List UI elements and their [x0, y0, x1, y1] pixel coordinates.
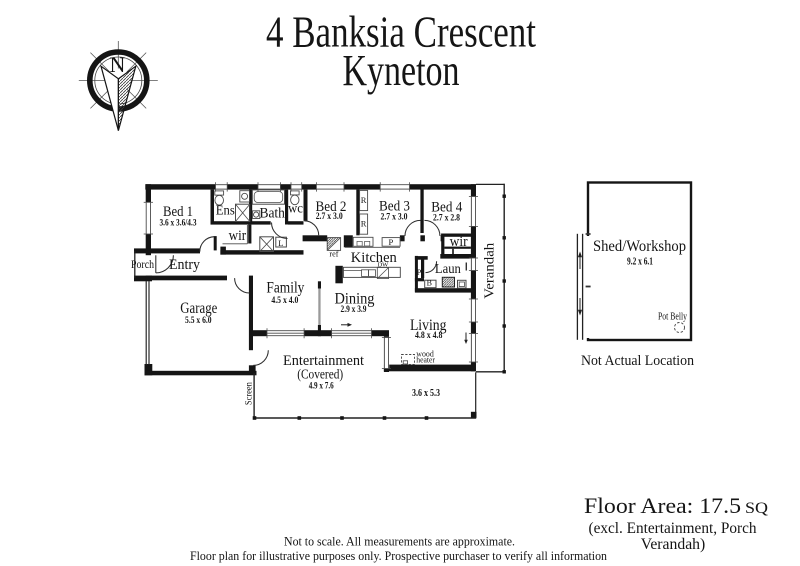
svg-text:4.5 x 4.0: 4.5 x 4.0 [271, 296, 298, 306]
svg-text:P: P [389, 237, 394, 247]
svg-text:Floor plan for illustrative pu: Floor plan for illustrative purposes onl… [190, 549, 608, 563]
svg-text:3.6 x 3.6/4.3: 3.6 x 3.6/4.3 [160, 218, 197, 228]
svg-text:Verandah): Verandah) [641, 536, 706, 553]
svg-text:Shed/Workshop: Shed/Workshop [593, 238, 686, 255]
svg-text:(excl. Entertainment, Porch: (excl. Entertainment, Porch [589, 520, 757, 537]
svg-text:Laun: Laun [435, 261, 461, 276]
svg-text:Kyneton: Kyneton [343, 46, 460, 95]
svg-text:5.5 x 6.0: 5.5 x 6.0 [185, 316, 212, 326]
svg-text:N: N [110, 52, 126, 77]
svg-text:Bed 1: Bed 1 [163, 204, 193, 220]
svg-text:Bed 2: Bed 2 [316, 199, 347, 215]
svg-text:4.8 x 4.8: 4.8 x 4.8 [415, 331, 443, 341]
svg-text:4 Banksia Crescent: 4 Banksia Crescent [266, 8, 536, 57]
svg-text:Porch: Porch [131, 257, 154, 271]
svg-text:wir: wir [229, 228, 247, 244]
svg-text:3.6 x 5.3: 3.6 x 5.3 [412, 388, 440, 399]
svg-text:Not to scale. All measurements: Not to scale. All measurements are appro… [284, 535, 515, 549]
svg-text:P: P [417, 267, 422, 277]
svg-text:(Covered): (Covered) [297, 368, 343, 383]
svg-text:R: R [361, 195, 367, 205]
svg-text:Garage: Garage [180, 300, 217, 317]
svg-text:2.7 x 3.0: 2.7 x 3.0 [381, 213, 408, 223]
svg-text:Bath: Bath [259, 206, 285, 222]
svg-text:Dining: Dining [335, 291, 375, 308]
svg-text:Kitchen: Kitchen [351, 250, 398, 266]
svg-text:2.7 x 2.8: 2.7 x 2.8 [433, 214, 460, 224]
svg-text:wood: wood [416, 348, 434, 358]
svg-text:L: L [278, 238, 283, 248]
svg-text:heater: heater [416, 355, 435, 365]
svg-text:Floor Area: 17.5SQ: Floor Area: 17.5SQ [584, 493, 769, 518]
svg-text:4.9 x 7.6: 4.9 x 7.6 [309, 382, 334, 392]
svg-text:Entry: Entry [169, 257, 200, 273]
svg-text:Family: Family [266, 279, 304, 296]
svg-text:Verandah: Verandah [483, 243, 498, 299]
svg-text:DW: DW [377, 262, 389, 269]
svg-text:Bed 4: Bed 4 [431, 200, 462, 216]
svg-text:9.2 x 6.1: 9.2 x 6.1 [627, 257, 653, 268]
svg-text:B: B [427, 279, 432, 288]
svg-text:wir: wir [450, 234, 468, 250]
svg-text:Not Actual Location: Not Actual Location [581, 353, 695, 369]
svg-text:ref: ref [329, 249, 338, 259]
svg-text:Living: Living [410, 317, 447, 334]
svg-text:2.9 x 3.9: 2.9 x 3.9 [341, 305, 367, 315]
svg-text:Bed 3: Bed 3 [379, 199, 410, 215]
svg-text:wc: wc [288, 202, 303, 217]
svg-text:Entertainment: Entertainment [283, 353, 365, 369]
svg-text:Screen: Screen [244, 382, 254, 405]
svg-text:Ens: Ens [216, 203, 235, 218]
svg-text:2.7 x 3.0: 2.7 x 3.0 [316, 212, 343, 222]
svg-text:Pot Belly: Pot Belly [658, 312, 687, 323]
svg-text:R: R [361, 219, 367, 229]
